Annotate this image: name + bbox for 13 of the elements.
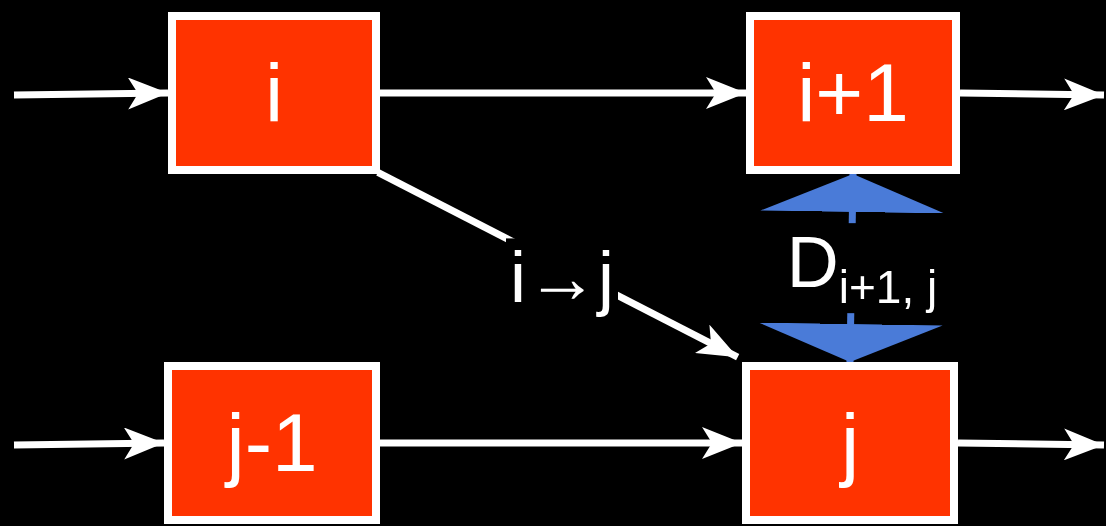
box-label: i — [264, 52, 284, 134]
process-box — [168, 12, 380, 174]
process-box — [746, 12, 960, 174]
arrow — [13, 77, 169, 110]
arrow — [380, 427, 742, 459]
arrow — [380, 77, 746, 109]
arrow — [957, 428, 1105, 461]
box-label: i+1 — [797, 52, 909, 134]
process-box — [164, 362, 380, 524]
arrow — [13, 427, 165, 460]
edge-label: i→j — [506, 238, 618, 318]
arrow — [959, 78, 1105, 111]
process-box — [742, 362, 958, 524]
